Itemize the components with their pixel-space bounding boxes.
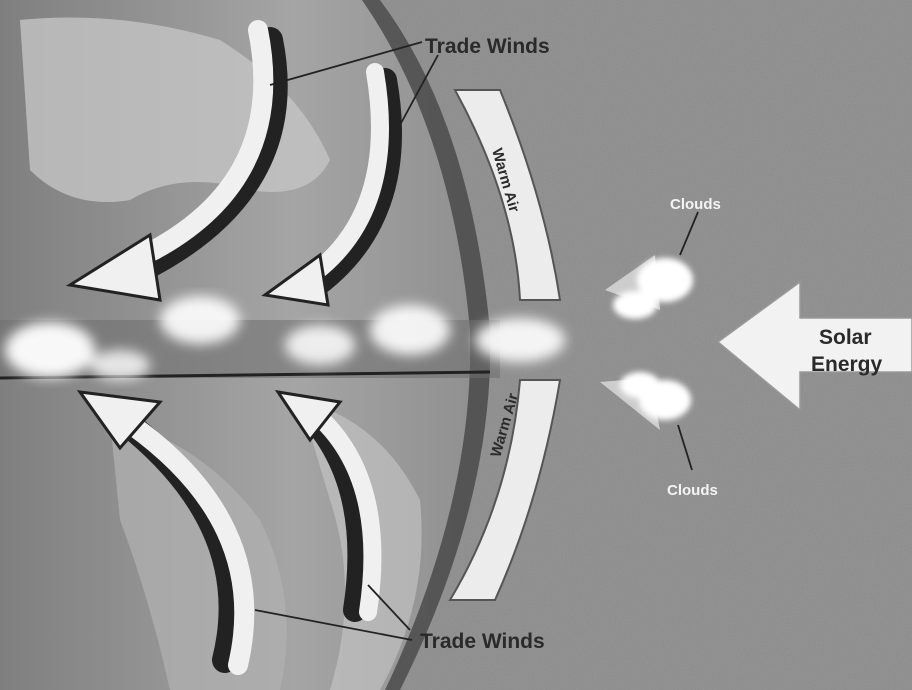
trade-winds-label-top: Trade Winds xyxy=(425,35,550,58)
solar-energy-label-line1: Solar xyxy=(819,326,872,349)
solar-energy-label-line2: Energy xyxy=(811,353,883,376)
trade-winds-label-bottom: Trade Winds xyxy=(420,630,545,653)
clouds-label-bottom: Clouds xyxy=(667,482,718,499)
clouds-label-top: Clouds xyxy=(670,196,721,213)
